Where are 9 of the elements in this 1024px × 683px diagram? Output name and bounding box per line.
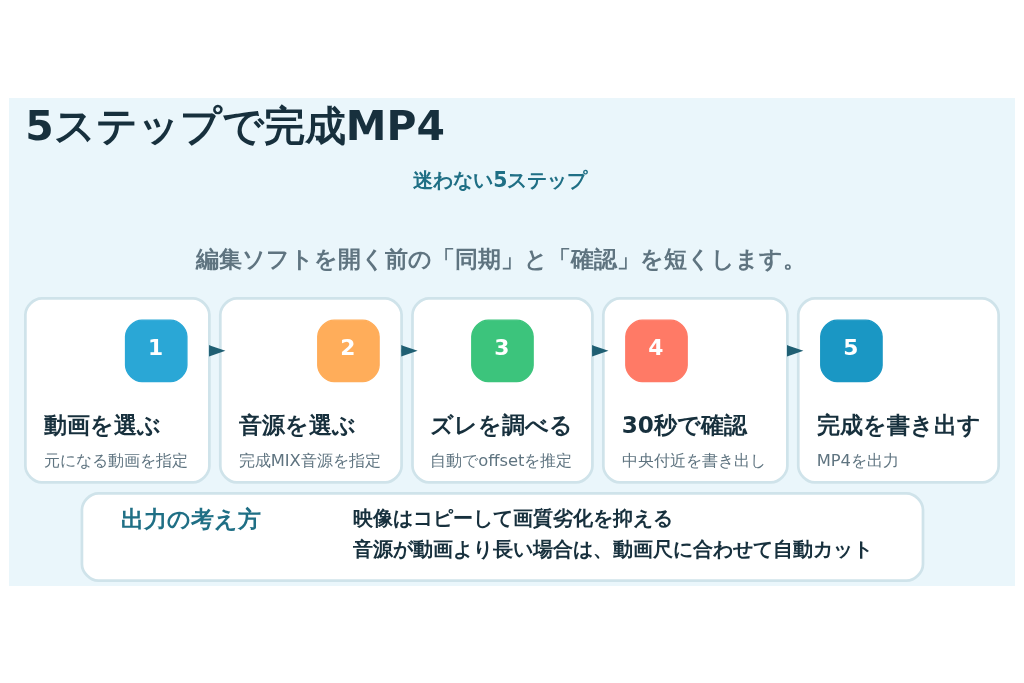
- diagram-title: 5ステップで完成MP4: [25, 101, 445, 150]
- label: 編集ソフトを開く前の「同期」と「確認」を短くします。: [196, 244, 807, 272]
- label: 迷わない5ステップ: [413, 167, 588, 192]
- node-box: 5: [820, 319, 883, 382]
- node-box: 4: [625, 319, 688, 382]
- node-box: 3: [471, 319, 534, 382]
- node-box: 出力の考え方 映像はコピーして画質劣化を抑える 音源が動画より長い場合は、動画尺に合わせて自動カット: [80, 491, 925, 582]
- node-box: 1: [124, 319, 188, 382]
- node-box: 2: [317, 319, 380, 382]
